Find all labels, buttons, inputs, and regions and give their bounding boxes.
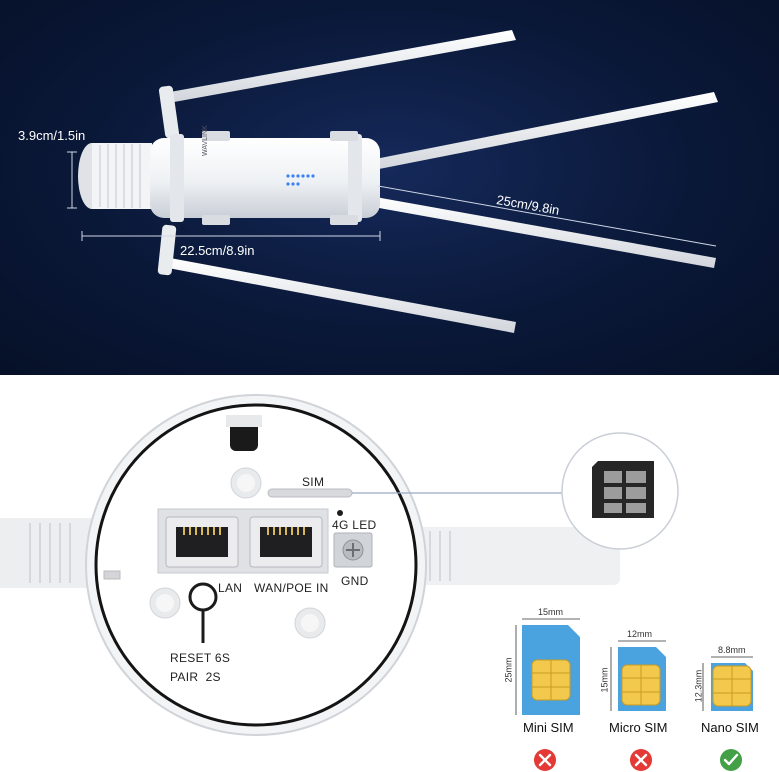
led-indicator — [337, 510, 343, 516]
micro-sim-height: 15mm — [599, 667, 610, 693]
lan-port-label: LAN — [218, 581, 243, 595]
cross-icon — [630, 749, 652, 771]
antenna-right-lower — [368, 196, 716, 268]
dimensions-panel: WAVLINK 3.9cm/1.5in 22.5cm/8.9in 25cm/9.… — [0, 0, 779, 375]
micro-sim-width: 12mm — [627, 629, 653, 639]
nano-sim-height: 12.3mm — [693, 669, 704, 703]
gnd-label: GND — [341, 574, 369, 588]
status-leds — [286, 174, 315, 186]
dimension-lines — [67, 151, 717, 247]
nano-sim-card — [702, 656, 753, 711]
length-dimension-label: 22.5cm/8.9in — [180, 243, 255, 258]
mini-sim-card — [515, 618, 580, 715]
ports-panel: SIM 4G LED LAN WAN/POE IN GND RESET 6S P… — [0, 375, 779, 772]
micro-sim-card — [610, 640, 666, 711]
antenna-right-upper — [370, 92, 718, 170]
sim-slot — [267, 488, 353, 498]
router-illustration — [67, 30, 718, 333]
mini-sim-width: 15mm — [538, 607, 564, 617]
height-dimension-label: 3.9cm/1.5in — [18, 128, 86, 143]
brand-logo: WAVLINK — [202, 125, 209, 156]
reset-label: RESET 6S — [170, 651, 231, 665]
antenna-top-left — [158, 30, 516, 139]
sim-port-label: SIM — [302, 475, 325, 489]
wan-port-label: WAN/POE IN — [254, 581, 329, 595]
device-back-illustration — [0, 394, 753, 771]
antenna-bottom-left — [157, 224, 516, 333]
nano-sim-label: Nano SIM — [701, 720, 759, 735]
micro-sim-label: Micro SIM — [609, 720, 668, 735]
cross-icon — [534, 749, 556, 771]
nano-sim-width: 8.8mm — [718, 645, 746, 655]
mini-sim-label: Mini SIM — [523, 720, 574, 735]
check-icon — [720, 749, 742, 771]
pair-label: PAIR 2S — [170, 670, 221, 684]
led-label: 4G LED — [332, 518, 377, 532]
mini-sim-height: 25mm — [503, 657, 514, 683]
